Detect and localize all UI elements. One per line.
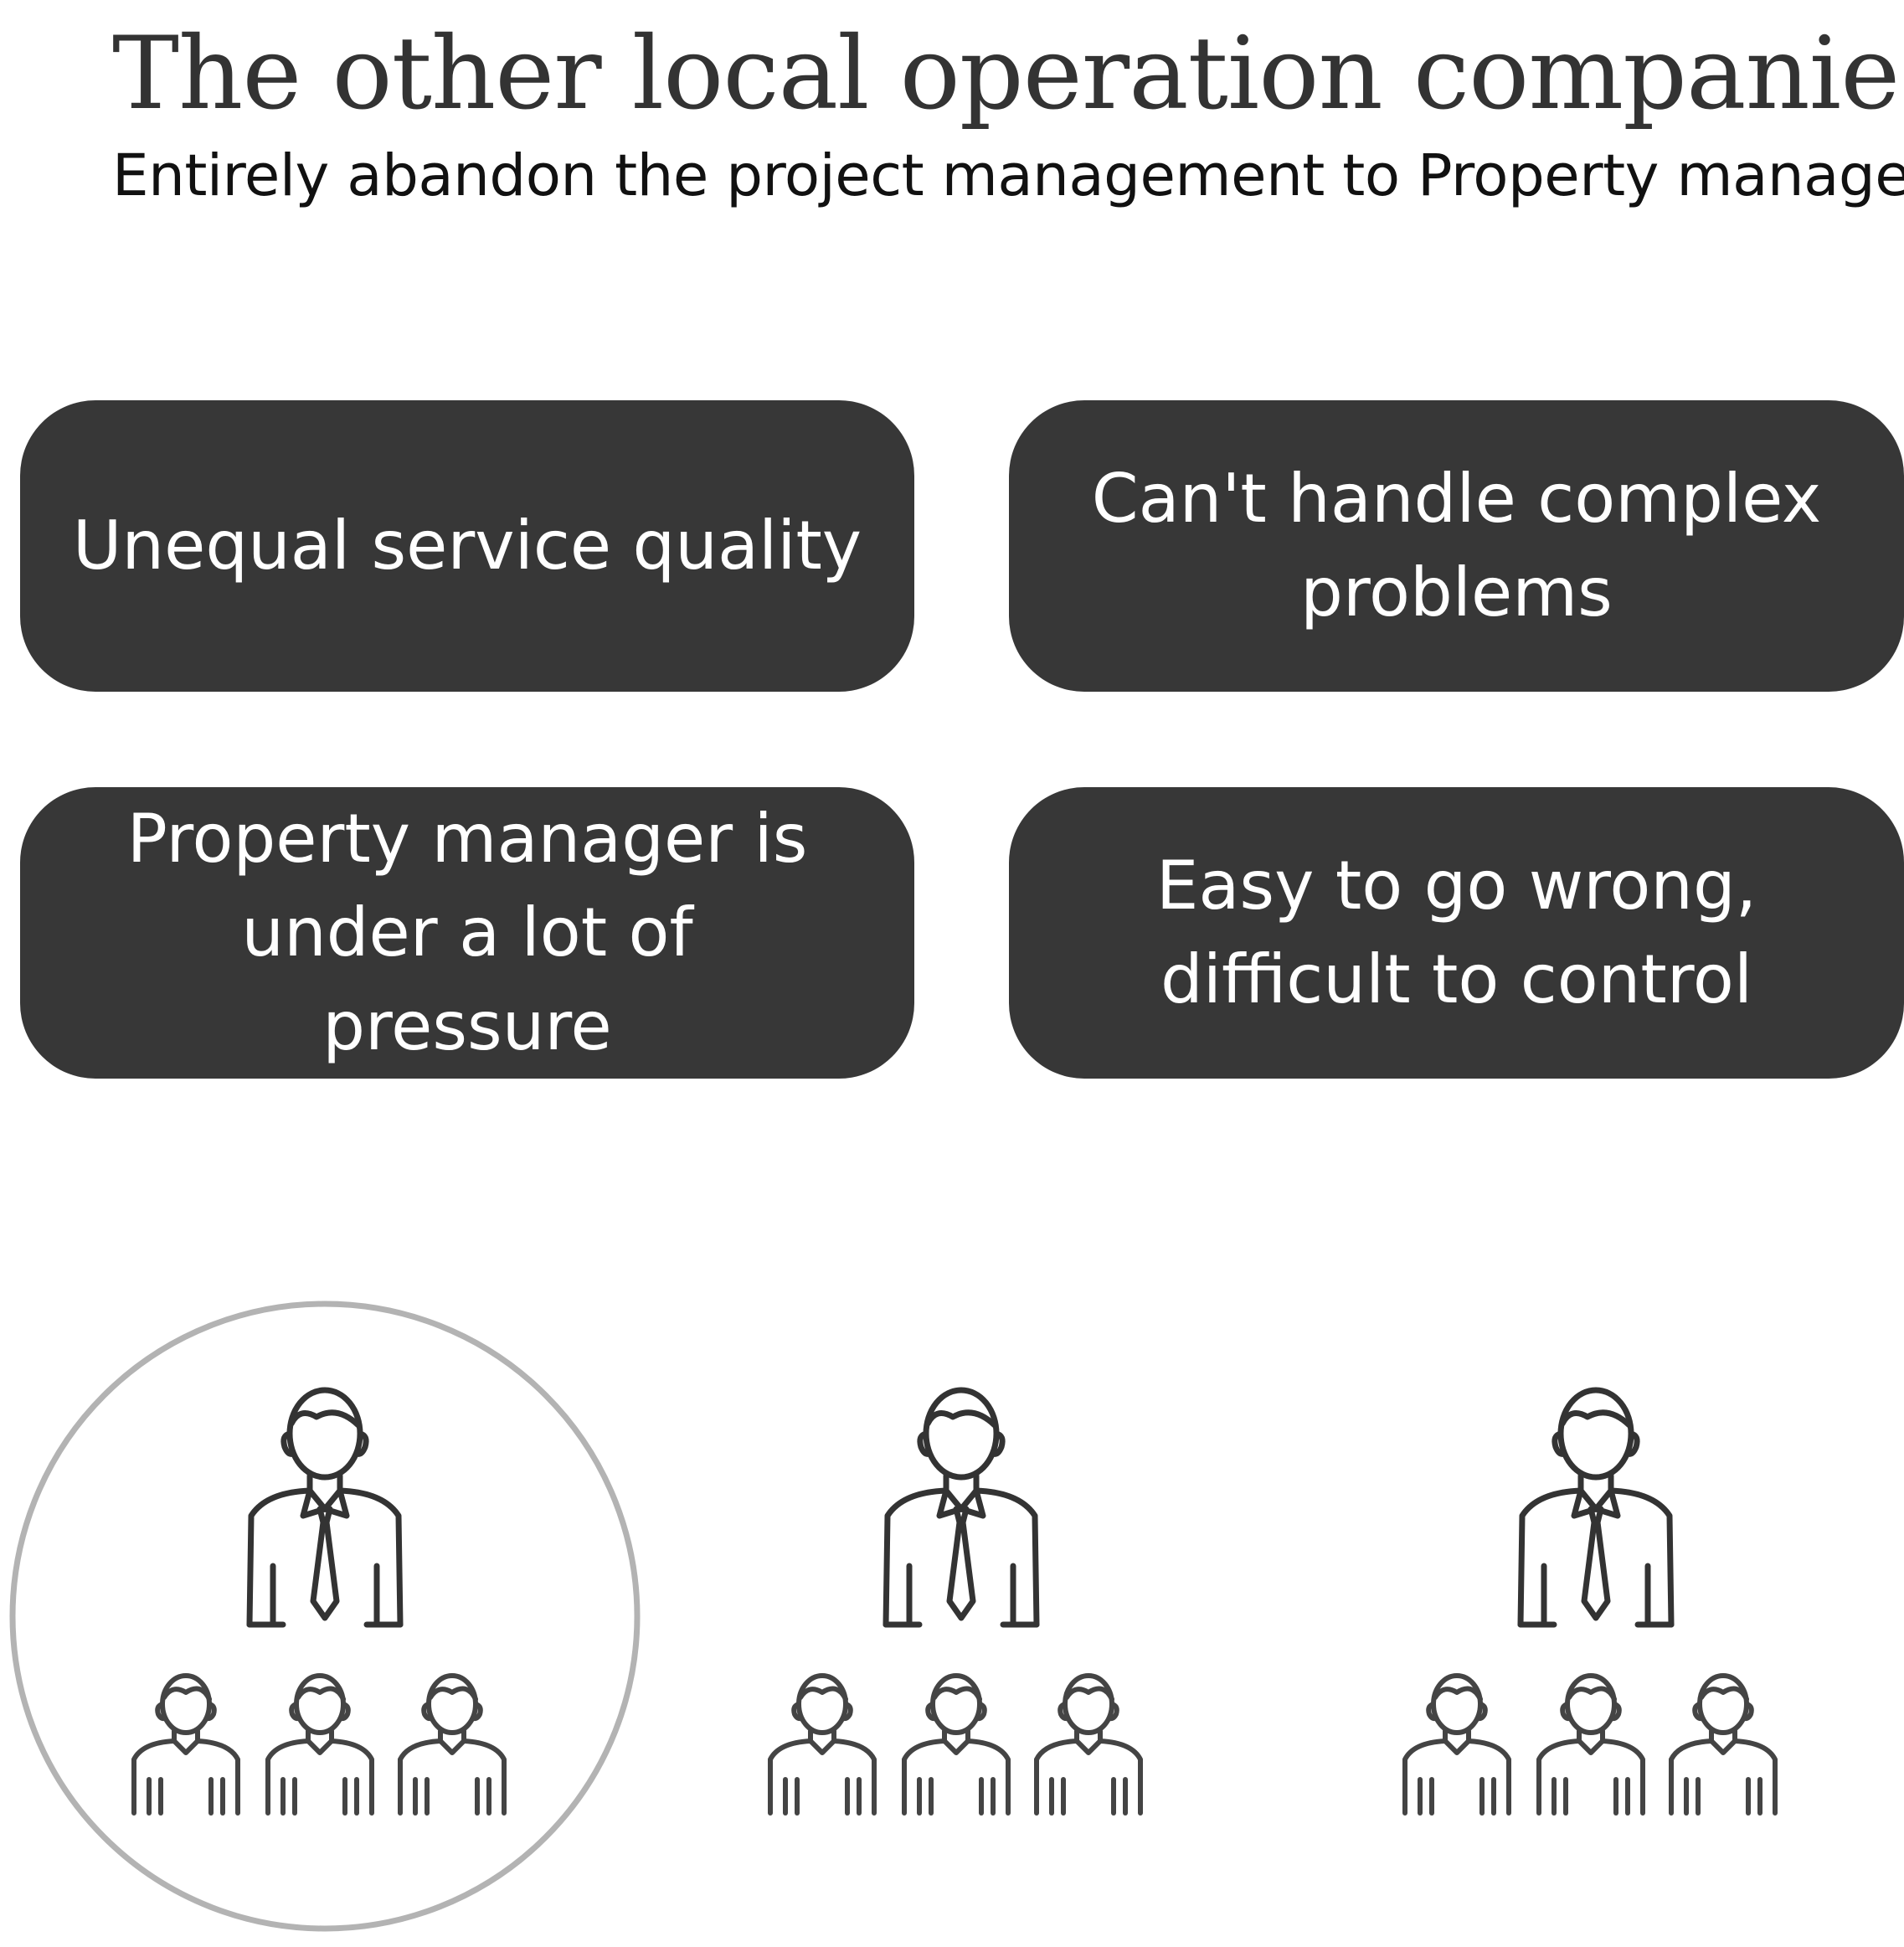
staff-icon bbox=[134, 1676, 238, 1813]
page-title: The other local operation companies bbox=[112, 16, 1904, 132]
org-group-3 bbox=[1405, 1390, 1775, 1813]
problem-box-unequal-quality: Unequal service quality bbox=[20, 400, 914, 692]
staff-icon bbox=[904, 1676, 1008, 1813]
org-groups-illustration bbox=[9, 1301, 1904, 1932]
problem-box-complex-problems: Can't handle complex problems bbox=[1009, 400, 1904, 692]
problem-label: Easy to go wrong, difficult to control bbox=[1155, 847, 1757, 1018]
staff-icon bbox=[1539, 1676, 1643, 1813]
highlight-circle bbox=[9, 1301, 641, 1932]
org-group-1 bbox=[134, 1390, 504, 1813]
manager-icon bbox=[886, 1390, 1037, 1625]
page-subtitle: Entirely abandon the project management … bbox=[112, 142, 1904, 209]
manager-icon bbox=[1521, 1390, 1671, 1625]
problem-label: Can't handle complex problems bbox=[1091, 460, 1822, 631]
org-group-2 bbox=[770, 1390, 1140, 1813]
staff-icon bbox=[268, 1676, 372, 1813]
manager-icon bbox=[250, 1390, 400, 1625]
staff-icon bbox=[1671, 1676, 1775, 1813]
problem-box-manager-pressure: Property manager is under a lot of press… bbox=[20, 787, 914, 1079]
staff-icon bbox=[1037, 1676, 1140, 1813]
staff-icon bbox=[400, 1676, 504, 1813]
staff-icon bbox=[1405, 1676, 1509, 1813]
staff-icon bbox=[770, 1676, 874, 1813]
problem-label: Property manager is under a lot of press… bbox=[126, 800, 808, 1065]
problem-label: Unequal service quality bbox=[72, 507, 862, 585]
problem-box-hard-to-control: Easy to go wrong, difficult to control bbox=[1009, 787, 1904, 1079]
